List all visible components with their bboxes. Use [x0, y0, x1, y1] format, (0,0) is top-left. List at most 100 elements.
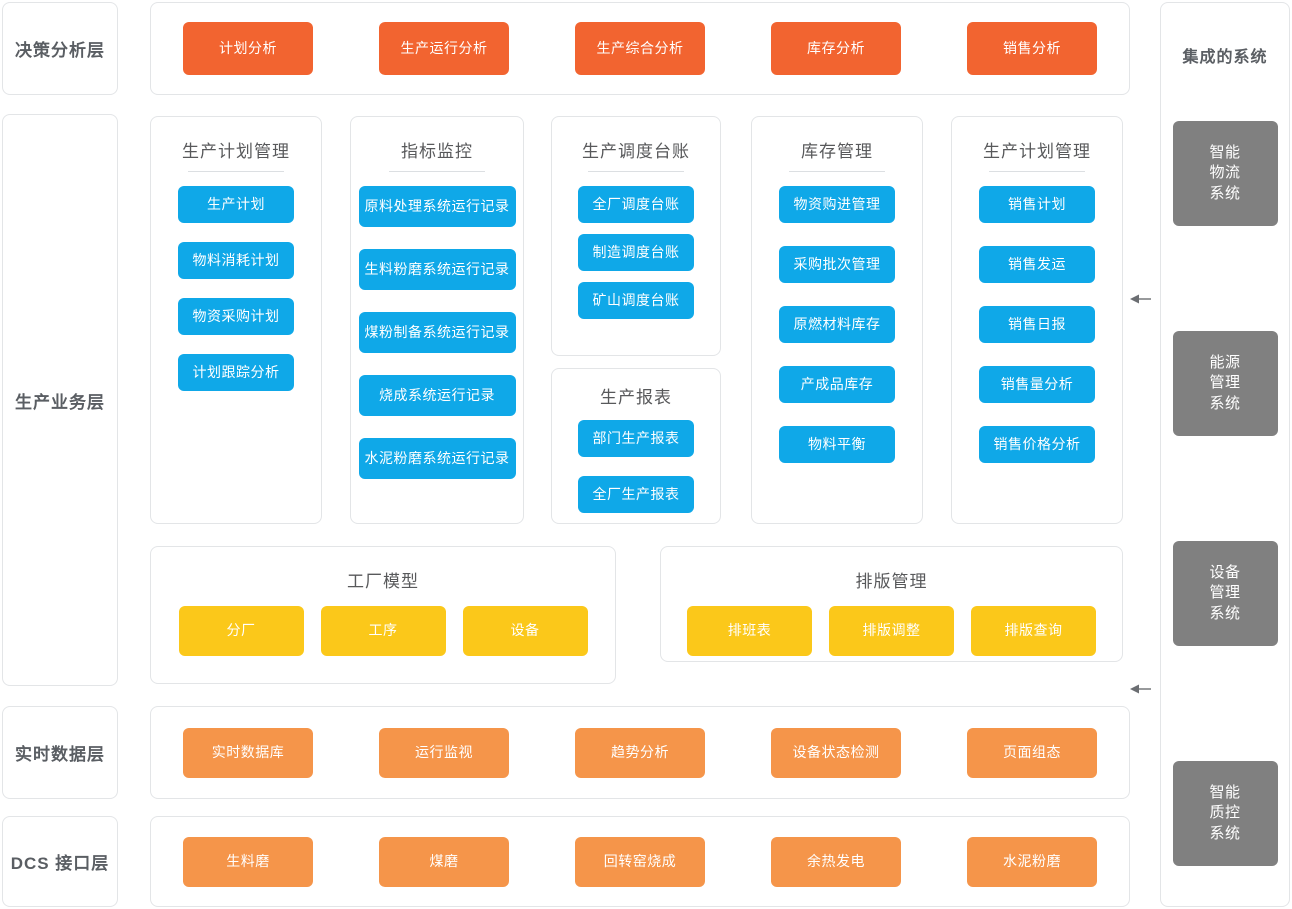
integrated-systems-panel: 集成的系统 智能 物流 系统 能源 管理 系统 设备 管理 系统: [1160, 2, 1290, 907]
arrow-left-icon: [1130, 684, 1151, 694]
group-chip-col-production-report: 部门生产报表 全厂生产报表: [552, 420, 720, 513]
group-chip-col-sales: 销售计划 销售发运 销售日报 销售量分析 销售价格分析: [952, 186, 1122, 463]
chip-dispatch-ledger-0[interactable]: 全厂调度台账: [578, 186, 694, 223]
chip-sales-4[interactable]: 销售价格分析: [979, 426, 1095, 463]
chip-schedule-mgmt-2[interactable]: 排版查询: [971, 606, 1096, 656]
group-title-kpi-monitor: 指标监控: [401, 142, 473, 161]
realtime-chip-0[interactable]: 实时数据库: [183, 727, 313, 778]
chip-kpi-monitor-0[interactable]: 原料处理系统运行记录: [358, 186, 516, 227]
integrated-system-energy-mgmt[interactable]: 能源 管理 系统: [1172, 331, 1278, 436]
group-divider: [588, 171, 684, 172]
dcs-layer-panel: 生料磨 煤磨 回转窑烧成 余热发电 水泥粉磨: [150, 816, 1130, 907]
chip-inventory-2[interactable]: 原燃材料库存: [779, 306, 895, 343]
chip-schedule-mgmt-1[interactable]: 排版调整: [829, 606, 954, 656]
integrated-system-item-1-wrap: 能源 管理 系统: [1161, 331, 1289, 436]
decision-chip-0[interactable]: 计划分析: [183, 22, 313, 75]
chip-kpi-monitor-4[interactable]: 水泥粉磨系统运行记录: [358, 438, 516, 479]
group-title-factory-model: 工厂模型: [347, 572, 419, 591]
group-panel-production-report: 生产报表 部门生产报表 全厂生产报表: [551, 368, 721, 524]
group-title-schedule-mgmt: 排版管理: [855, 572, 928, 591]
layer-label-realtime-text: 实时数据层: [15, 745, 105, 764]
dcs-chip-0[interactable]: 生料磨: [183, 836, 313, 887]
chip-production-plan-0[interactable]: 生产计划: [178, 186, 294, 223]
dcs-chip-3[interactable]: 余热发电: [771, 836, 901, 887]
group-title-inventory: 库存管理: [801, 142, 873, 161]
chip-production-report-0[interactable]: 部门生产报表: [578, 420, 694, 457]
dcs-chip-2[interactable]: 回转窑烧成: [575, 836, 705, 887]
integrated-line-2-0: 设备: [1209, 564, 1241, 582]
integrated-system-equipment-mgmt[interactable]: 设备 管理 系统: [1172, 541, 1278, 646]
chip-factory-model-0[interactable]: 分厂: [178, 606, 304, 656]
decision-chip-3[interactable]: 库存分析: [771, 22, 901, 75]
chip-kpi-monitor-1[interactable]: 生料粉磨系统运行记录: [358, 249, 516, 290]
group-divider: [389, 171, 485, 172]
group-divider: [188, 171, 284, 172]
integrated-line-0-1: 物流: [1209, 164, 1241, 182]
group-chip-row-factory-model: 分厂 工序 设备: [151, 606, 615, 656]
decision-chip-2[interactable]: 生产综合分析: [575, 22, 705, 75]
layer-label-business-text: 生产业务层: [15, 392, 105, 412]
chip-dispatch-ledger-1[interactable]: 制造调度台账: [578, 234, 694, 271]
group-panel-sales: 生产计划管理 销售计划 销售发运 销售日报 销售量分析 销售价格分析: [951, 116, 1123, 524]
group-title-dispatch-ledger: 生产调度台账: [582, 142, 690, 161]
chip-production-plan-2[interactable]: 物资采购计划: [178, 298, 294, 335]
group-panel-inventory: 库存管理 物资购进管理 采购批次管理 原燃材料库存 产成品库存 物料平衡: [751, 116, 923, 524]
chip-inventory-1[interactable]: 采购批次管理: [779, 246, 895, 283]
chip-sales-0[interactable]: 销售计划: [979, 186, 1095, 223]
arrow-left-icon: [1130, 294, 1151, 304]
group-chip-col-inventory: 物资购进管理 采购批次管理 原燃材料库存 产成品库存 物料平衡: [752, 186, 922, 463]
chip-factory-model-2[interactable]: 设备: [462, 606, 588, 656]
realtime-layer-panel: 实时数据库 运行监视 趋势分析 设备状态检测 页面组态: [150, 706, 1130, 799]
integrated-system-smart-logistics[interactable]: 智能 物流 系统: [1172, 121, 1278, 226]
integrated-system-item-0-wrap: 智能 物流 系统: [1161, 121, 1289, 226]
layer-label-dcs-text: DCS 接口层: [10, 854, 110, 873]
realtime-chip-2[interactable]: 趋势分析: [575, 727, 705, 778]
chip-kpi-monitor-3[interactable]: 烧成系统运行记录: [358, 375, 516, 416]
integrated-line-3-1: 质控: [1209, 804, 1241, 822]
group-title-production-report: 生产报表: [600, 388, 672, 407]
group-panel-schedule-mgmt: 排版管理 排班表 排版调整 排版查询: [660, 546, 1123, 662]
integrated-line-1-1: 管理: [1209, 374, 1241, 392]
group-panel-factory-model: 工厂模型 分厂 工序 设备: [150, 546, 616, 684]
group-chip-col-kpi-monitor: 原料处理系统运行记录 生料粉磨系统运行记录 煤粉制备系统运行记录 烧成系统运行记…: [351, 186, 523, 479]
group-chip-row-schedule-mgmt: 排班表 排版调整 排版查询: [661, 606, 1122, 656]
integrated-line-2-2: 系统: [1209, 604, 1241, 622]
decision-layer-panel: 计划分析 生产运行分析 生产综合分析 库存分析 销售分析: [150, 2, 1130, 95]
layer-label-business: 生产业务层: [2, 114, 118, 686]
chip-dispatch-ledger-2[interactable]: 矿山调度台账: [578, 282, 694, 319]
integrated-system-smart-quality[interactable]: 智能 质控 系统: [1172, 761, 1278, 866]
group-panel-kpi-monitor: 指标监控 原料处理系统运行记录 生料粉磨系统运行记录 煤粉制备系统运行记录 烧成…: [350, 116, 524, 524]
integrated-systems-title: 集成的系统: [1182, 49, 1268, 66]
chip-kpi-monitor-2[interactable]: 煤粉制备系统运行记录: [358, 312, 516, 353]
decision-chip-row: 计划分析 生产运行分析 生产综合分析 库存分析 销售分析: [151, 3, 1129, 94]
dcs-chip-1[interactable]: 煤磨: [379, 836, 509, 887]
realtime-chip-row: 实时数据库 运行监视 趋势分析 设备状态检测 页面组态: [151, 707, 1129, 798]
integrated-line-3-2: 系统: [1209, 824, 1241, 842]
layer-label-realtime: 实时数据层: [2, 706, 118, 799]
chip-sales-2[interactable]: 销售日报: [979, 306, 1095, 343]
group-panel-dispatch-ledger: 生产调度台账 全厂调度台账 制造调度台账 矿山调度台账: [551, 116, 721, 356]
chip-inventory-0[interactable]: 物资购进管理: [779, 186, 895, 223]
decision-chip-1[interactable]: 生产运行分析: [379, 22, 509, 75]
integrated-line-2-1: 管理: [1209, 584, 1241, 602]
realtime-chip-4[interactable]: 页面组态: [967, 727, 1097, 778]
integrated-line-1-2: 系统: [1209, 394, 1241, 412]
chip-production-plan-1[interactable]: 物料消耗计划: [178, 242, 294, 279]
chip-sales-1[interactable]: 销售发运: [979, 246, 1095, 283]
group-chip-col-dispatch-ledger: 全厂调度台账 制造调度台账 矿山调度台账: [552, 186, 720, 319]
chip-production-report-1[interactable]: 全厂生产报表: [578, 476, 694, 513]
realtime-chip-3[interactable]: 设备状态检测: [771, 727, 901, 778]
chip-production-plan-3[interactable]: 计划跟踪分析: [178, 354, 294, 391]
chip-inventory-4[interactable]: 物料平衡: [779, 426, 895, 463]
dcs-chip-4[interactable]: 水泥粉磨: [967, 836, 1097, 887]
group-divider: [989, 171, 1085, 172]
chip-factory-model-1[interactable]: 工序: [320, 606, 446, 656]
chip-schedule-mgmt-0[interactable]: 排班表: [687, 606, 812, 656]
chip-sales-3[interactable]: 销售量分析: [979, 366, 1095, 403]
realtime-chip-1[interactable]: 运行监视: [379, 727, 509, 778]
layer-label-decision-text: 决策分析层: [15, 41, 105, 60]
chip-inventory-3[interactable]: 产成品库存: [779, 366, 895, 403]
integrated-line-0-2: 系统: [1209, 184, 1241, 202]
connector-arrow-lower: [1130, 682, 1152, 694]
decision-chip-4[interactable]: 销售分析: [967, 22, 1097, 75]
